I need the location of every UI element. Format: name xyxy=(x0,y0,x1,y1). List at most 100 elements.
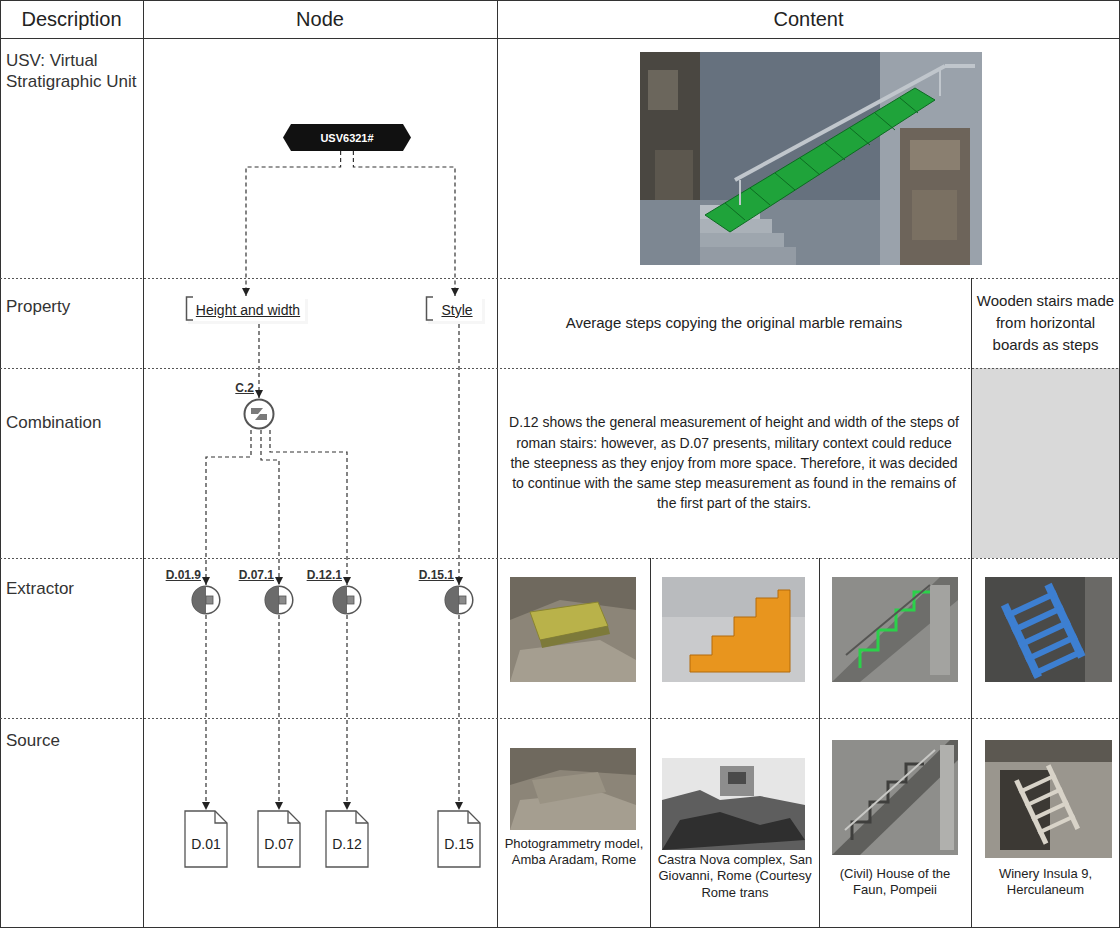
figure-part xyxy=(875,113,895,130)
node-shape xyxy=(243,398,275,430)
property-bracket: Height and width xyxy=(185,296,308,324)
extractor-node: D.01.9 xyxy=(191,585,221,615)
source-document: D.01 xyxy=(184,810,228,868)
figure-part xyxy=(640,52,982,265)
source-document: D.15 xyxy=(437,810,481,868)
figure-part xyxy=(510,577,636,682)
callout-number: D.15.1 xyxy=(419,568,454,582)
figure-part xyxy=(1014,764,1080,844)
figure-part xyxy=(662,812,805,850)
extractor-half xyxy=(192,586,206,614)
document-outline xyxy=(438,811,480,867)
extractor-half xyxy=(265,586,279,614)
extractor-square xyxy=(206,596,213,604)
figure-part xyxy=(845,750,935,830)
figure-part xyxy=(662,758,805,850)
combiner-node: C.2 xyxy=(243,398,275,430)
callout-number: D.12.1 xyxy=(307,568,342,582)
figure-part xyxy=(0,368,1120,369)
table-cell: D.12 shows the general measurement of he… xyxy=(508,370,960,556)
dashed-connector xyxy=(261,430,279,585)
figure-part xyxy=(700,233,784,247)
figure-part xyxy=(510,577,1112,682)
image-caption: (Civil) House of the Faun, Pompeii xyxy=(823,866,967,899)
table-cell: Wooden stairs made from horizontal board… xyxy=(975,280,1116,366)
extractor-circle xyxy=(445,586,473,614)
row-label: Source xyxy=(6,730,140,751)
extractor-node: D.07.1 xyxy=(264,585,294,615)
row-label: USV: Virtual Stratigraphic Unit xyxy=(6,50,140,93)
figure-part xyxy=(832,577,958,682)
figure-part xyxy=(510,640,636,682)
figure-part xyxy=(860,592,930,668)
extractor-square xyxy=(459,596,466,604)
figure-part xyxy=(690,590,790,672)
combiner-mark xyxy=(255,414,267,420)
image-caption: Winery Insula 9, Herculaneum xyxy=(975,866,1116,899)
node-label: Height and width xyxy=(192,302,300,318)
dashed-connector xyxy=(270,430,347,585)
column-header: Description xyxy=(0,0,143,38)
figure-part xyxy=(832,740,958,855)
figure-part xyxy=(648,70,678,110)
figure-part xyxy=(0,558,1120,559)
hexagon-outline xyxy=(283,124,411,151)
figure-part xyxy=(0,278,1120,279)
document-fold xyxy=(356,811,368,823)
figure-part xyxy=(880,52,982,265)
node-shape xyxy=(264,585,294,615)
figure-part xyxy=(662,790,805,850)
bracket-outline xyxy=(427,297,434,320)
document-fold xyxy=(468,811,480,823)
node-label: Style xyxy=(437,302,472,318)
figure-part xyxy=(900,128,970,265)
figure-part xyxy=(971,368,1120,558)
bracket-ground xyxy=(425,296,482,321)
figure-part xyxy=(985,577,1112,682)
node-label: USV6321# xyxy=(320,132,373,144)
node-label: D.01 xyxy=(191,836,221,852)
document-outline xyxy=(258,811,300,867)
figure-part xyxy=(1031,648,1084,677)
dashed-connector xyxy=(353,151,455,296)
property-bracket: Style xyxy=(425,296,485,324)
figure-part xyxy=(939,70,941,96)
figure-part xyxy=(705,88,935,232)
dashed-connector xyxy=(246,151,341,296)
figure-part xyxy=(930,585,950,675)
image-caption: Photogrammetry model, Amba Aradam, Rome xyxy=(502,836,646,869)
dashed-connector xyxy=(346,615,347,810)
extractor-half xyxy=(445,586,459,614)
extractor-square xyxy=(347,596,354,604)
figure-part xyxy=(800,158,820,175)
figure-part xyxy=(662,577,805,682)
combiner-mark xyxy=(251,408,263,414)
node-label: D.15 xyxy=(444,836,474,852)
figure-part xyxy=(532,772,606,804)
source-document: D.12 xyxy=(325,810,369,868)
figure-part xyxy=(985,740,1112,858)
figure-part xyxy=(725,203,745,220)
figure-part xyxy=(640,52,982,265)
callout-number: D.01.9 xyxy=(166,568,201,582)
dashed-connector xyxy=(206,430,251,585)
document-outline xyxy=(326,811,368,867)
figure-part xyxy=(832,740,958,855)
figure-part xyxy=(1031,801,1069,822)
extractor-circle xyxy=(265,586,293,614)
figure-part xyxy=(971,278,972,928)
source-document: D.07 xyxy=(257,810,301,868)
figure-part xyxy=(940,745,954,850)
callout-number: D.07.1 xyxy=(239,568,274,582)
node-label: D.07 xyxy=(264,836,294,852)
figure-part xyxy=(819,558,820,928)
extractor-node: D.12.1 xyxy=(332,585,362,615)
figure-part xyxy=(1025,787,1063,808)
dashed-connector xyxy=(278,615,279,810)
figure-part xyxy=(750,188,770,205)
combiner-circle xyxy=(245,400,274,429)
figure-part xyxy=(700,247,796,265)
figure-part xyxy=(0,38,1120,39)
document-fold xyxy=(288,811,300,823)
